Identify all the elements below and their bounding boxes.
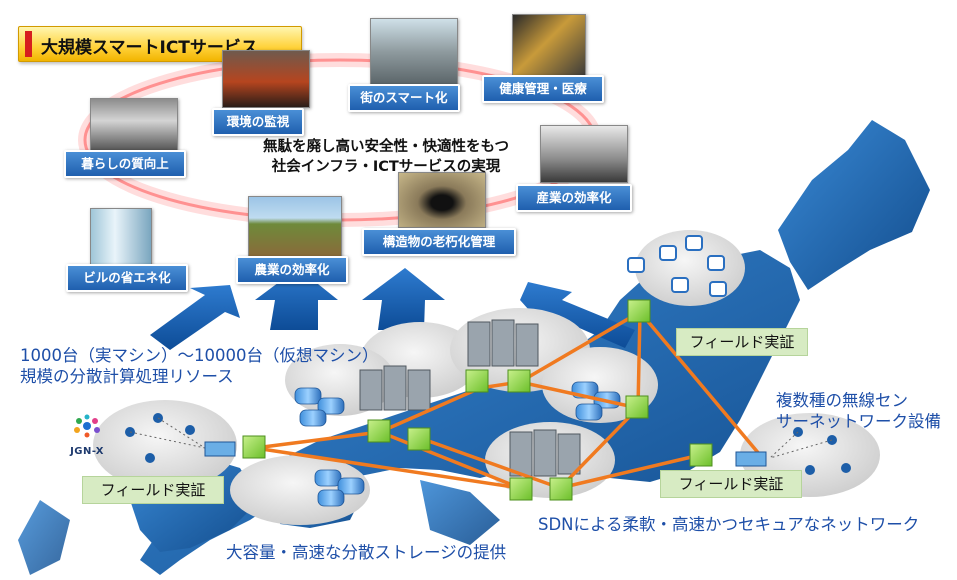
field-label-west: フィールド実証 [82, 476, 224, 504]
center-message-line1: 無駄を廃し高い安全性・快適性をもつ [263, 139, 509, 155]
tunnel-photo [398, 172, 486, 228]
compute-text-line1: 1000台（実マシン）～10000台（仮想マシン） [20, 346, 379, 365]
field-label-north: フィールド実証 [676, 328, 808, 356]
sensor-text-line1: 複数種の無線セン [776, 391, 908, 410]
service-label-health: 健康管理・医療 [482, 75, 604, 103]
service-label-environment: 環境の監視 [212, 108, 304, 136]
server-racks [359, 319, 581, 477]
sensor-text-line2: サーネットワーク設備 [776, 412, 941, 431]
service-label-smart-city: 街のスマート化 [348, 84, 460, 112]
city-street-photo [370, 18, 458, 86]
sensor-network-text: 複数種の無線セン サーネットワーク設備 [776, 390, 941, 432]
network-nodes [242, 299, 713, 501]
storage-text: 大容量・高速な分散ストレージの提供 [226, 543, 507, 562]
factory-smoke-photo [540, 125, 628, 183]
jgn-x-logo-mark [74, 414, 100, 438]
center-message-line2: 社会インフラ・ICTサービスの実現 [271, 159, 501, 175]
jgn-x-logo: JGN-X [60, 412, 114, 457]
volcano-photo [222, 50, 310, 108]
compute-resource-text: 1000台（実マシン）～10000台（仮想マシン） 規模の分散計算処理リソース [20, 345, 378, 387]
service-label-industry: 産業の効率化 [516, 184, 632, 212]
service-label-building: ビルの省エネ化 [66, 264, 188, 292]
center-message: 無駄を廃し高い安全性・快適性をもつ 社会インフラ・ICTサービスの実現 [236, 137, 536, 177]
network-text: SDNによる柔軟・高速かつセキュアなネットワーク [538, 515, 920, 534]
skyscrapers-photo [90, 208, 152, 272]
crowd-photo [90, 98, 178, 154]
jgn-x-logo-text: JGN-X [70, 446, 104, 457]
service-label-agriculture: 農業の効率化 [236, 256, 348, 284]
farmland-photo [248, 196, 342, 258]
service-label-infrastructure: 構造物の老朽化管理 [362, 228, 516, 256]
fitness-photo [512, 14, 586, 78]
page-title: 大規模スマートICTサービス [41, 38, 258, 58]
title-accent-bar [25, 31, 32, 57]
sensor-devices [125, 235, 851, 475]
service-label-quality-of-life: 暮らしの質向上 [64, 150, 186, 178]
compute-text-line2: 規模の分散計算処理リソース [20, 367, 234, 386]
field-label-east: フィールド実証 [660, 470, 802, 498]
